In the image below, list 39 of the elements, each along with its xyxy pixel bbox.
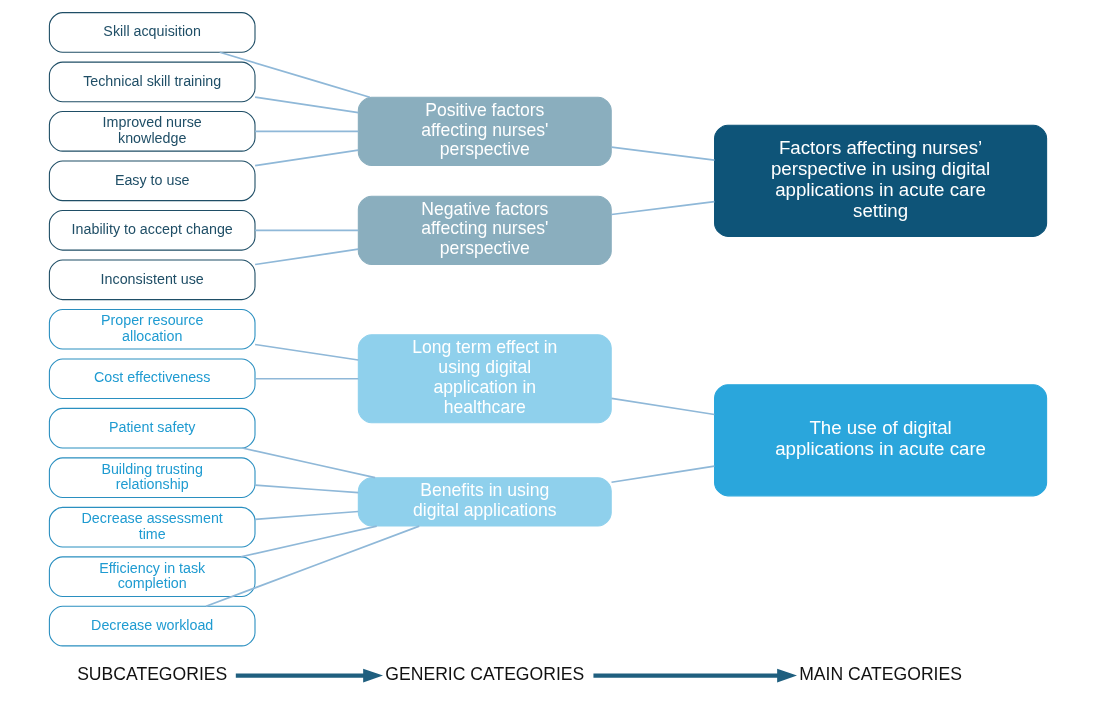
- node-box: Improved nurse knowledge: [48, 111, 256, 152]
- node-box: Patient safety: [48, 407, 256, 449]
- connector: [254, 484, 360, 494]
- node-box: Efficiency in task completion: [48, 556, 256, 597]
- connector: [254, 377, 360, 380]
- node-box: Negative factors affecting nurses' perspective: [357, 195, 612, 265]
- node-box: Factors affecting nurses’ perspective in using digital applications in acute care setting: [714, 124, 1048, 237]
- node-box: Inability to accept change: [48, 209, 256, 251]
- connector: [254, 96, 360, 114]
- connector: [254, 510, 360, 521]
- node-text: MAIN CATEGORIES: [799, 663, 962, 684]
- connector: [610, 397, 716, 416]
- node-box: Decrease workload: [48, 605, 256, 647]
- node-text: SUBCATEGORIES: [77, 663, 228, 684]
- node-box: Benefits in using digital applications: [357, 477, 612, 527]
- connector: [254, 149, 360, 167]
- node-box: Skill acquisition: [48, 12, 256, 53]
- connector: [218, 51, 371, 99]
- node-box: Cost effectiveness: [48, 358, 256, 400]
- node-box: Positive factors affecting nurses' perspective: [357, 96, 612, 166]
- connector: [205, 525, 421, 608]
- node-box: Long term effect in using digital application in healthcare: [357, 334, 612, 424]
- connector: [254, 248, 360, 266]
- node-box: Inconsistent use: [48, 259, 256, 301]
- connector: [254, 343, 360, 361]
- connector: [254, 229, 360, 232]
- node-text: GENERIC CATEGORIES: [385, 663, 585, 684]
- node-box: Easy to use: [48, 160, 256, 202]
- node-box: Building trusting relationship: [48, 457, 256, 499]
- connector: [610, 200, 716, 216]
- connector: [254, 130, 360, 133]
- node-box: Proper resource allocation: [48, 308, 256, 350]
- node-box: The use of digital applications in acute care: [714, 384, 1048, 497]
- node-box: Decrease assessment time: [48, 506, 256, 548]
- node-box: Technical skill training: [48, 61, 256, 103]
- arrow: [235, 668, 383, 683]
- connector: [610, 465, 716, 484]
- arrow: [593, 668, 797, 683]
- connector: [610, 146, 716, 161]
